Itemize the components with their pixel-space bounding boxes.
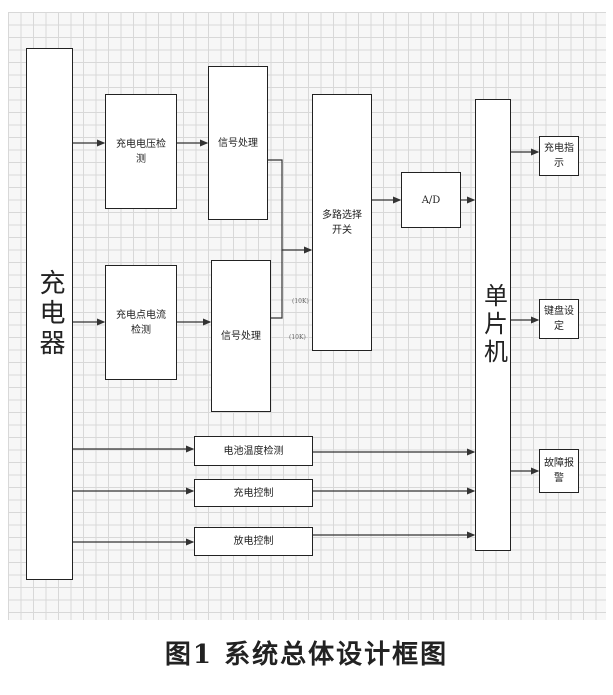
signal-processing-block-2: 信号处理 xyxy=(211,260,271,412)
voltage-detect-label: 充电电压检测 xyxy=(116,138,166,165)
wire-annotation-2: (10K) xyxy=(289,334,306,341)
charger-label: 充电器 xyxy=(35,269,65,359)
fault-alarm-label: 故障报警 xyxy=(544,458,574,484)
wire-signal-1-to-mux xyxy=(268,159,313,254)
signal-processing-label-2: 信号处理 xyxy=(221,330,261,342)
multiplexer-label: 多路选择开关 xyxy=(322,209,362,236)
wire-annotation-1: (10K) xyxy=(292,298,309,305)
figure-caption: 图1 系统总体设计框图 xyxy=(164,640,449,670)
discharge-control-label: 放电控制 xyxy=(233,536,274,547)
keyboard-setting-label: 键盘设定 xyxy=(544,306,574,332)
voltage-detect-block: 充电电压检测 xyxy=(105,94,177,209)
current-detect-block: 充电点电流检测 xyxy=(105,265,177,380)
battery-temp-label: 电池温度检测 xyxy=(223,445,284,457)
adc-label: A/D xyxy=(421,194,441,206)
wire-signal-2-to-mux xyxy=(271,250,283,319)
adc-block: A/D xyxy=(401,172,461,228)
fault-alarm-block: 故障报警 xyxy=(539,449,579,493)
charger-block: 充电器 xyxy=(26,48,73,580)
signal-processing-label-1: 信号处理 xyxy=(218,137,258,149)
mcu-label: 单片机 xyxy=(479,283,508,367)
charge-indicator-block: 充电指示 xyxy=(539,136,579,176)
battery-temp-block: 电池温度检测 xyxy=(194,436,313,466)
mcu-block: 单片机 xyxy=(475,99,511,551)
signal-processing-block-1: 信号处理 xyxy=(208,66,268,220)
charge-control-label: 充电控制 xyxy=(233,487,274,499)
multiplexer-block: 多路选择开关 xyxy=(312,94,372,351)
keyboard-setting-block: 键盘设定 xyxy=(539,299,579,339)
charge-control-block: 充电控制 xyxy=(194,479,313,507)
charge-indicator-label: 充电指示 xyxy=(544,143,574,169)
current-detect-label: 充电点电流检测 xyxy=(116,309,166,336)
discharge-control-block: 放电控制 xyxy=(194,527,313,556)
